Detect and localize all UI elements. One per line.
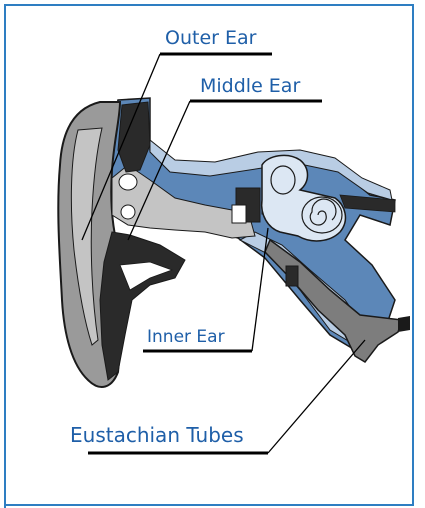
cartilage-spot-2 bbox=[121, 205, 135, 219]
label-inner-ear: Inner Ear bbox=[147, 327, 225, 347]
ossicle-bit bbox=[286, 266, 298, 286]
cochlea bbox=[302, 197, 342, 233]
ear-illustration bbox=[58, 98, 410, 387]
eustachian-leader bbox=[268, 340, 365, 453]
cartilage-spot bbox=[119, 174, 137, 190]
tube-opening bbox=[398, 316, 410, 332]
label-outer-ear: Outer Ear bbox=[165, 27, 257, 49]
label-middle-ear: Middle Ear bbox=[200, 75, 300, 97]
label-eustachian-tubes: Eustachian Tubes bbox=[70, 423, 244, 447]
concha-dark bbox=[100, 232, 185, 380]
